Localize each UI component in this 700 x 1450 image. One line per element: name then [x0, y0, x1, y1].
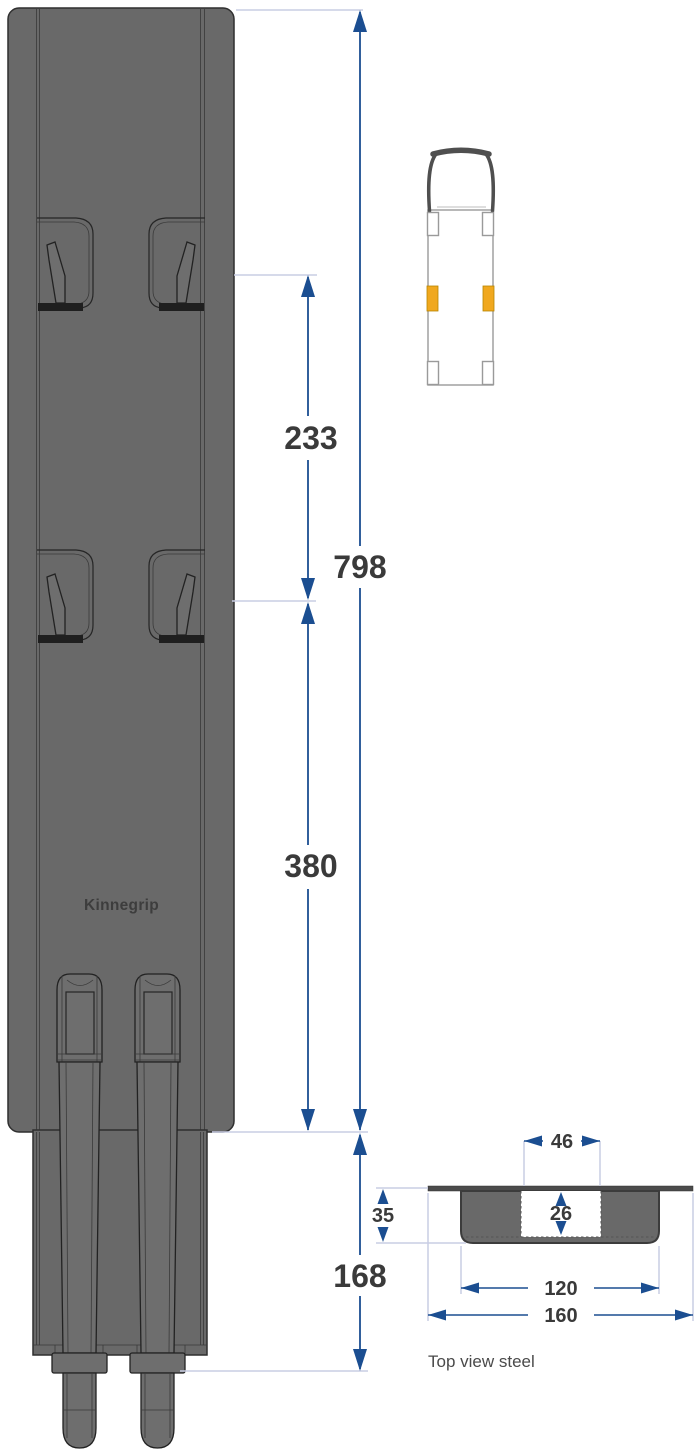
- side-view-dimensions: 798 233 380 168: [180, 9, 387, 1372]
- dimension-label-46: 46: [551, 1131, 573, 1153]
- truck-wheel-rear-right: [481, 360, 495, 386]
- truck-wheel-rear-left: [426, 360, 440, 386]
- dimension-380: 380: [284, 602, 338, 1131]
- truck-wheel-front-right: [481, 211, 495, 237]
- truck-top-view: [426, 147, 496, 386]
- dimension-160: 160: [427, 1193, 694, 1327]
- dimension-798: 798: [333, 10, 387, 1131]
- hinge-position-marker-left: [426, 285, 439, 312]
- truck-cab-pillar-left: [426, 152, 438, 213]
- dimension-label-233: 233: [284, 420, 337, 456]
- hinge-position-marker-right: [482, 285, 495, 312]
- dimension-35: 35: [372, 1187, 466, 1244]
- truck-body: [427, 209, 494, 386]
- dimension-label-120: 120: [544, 1278, 577, 1300]
- dimension-233: 233: [284, 275, 338, 600]
- truck-wheel-front-left: [426, 211, 440, 237]
- dimension-label-35: 35: [372, 1205, 394, 1227]
- steel-cross-section: 46 26 35 120 160: [372, 1131, 694, 1371]
- dimension-label-168: 168: [333, 1258, 386, 1294]
- dimension-168: 168: [333, 1133, 387, 1371]
- truck-cab-roof: [430, 147, 492, 157]
- steel-hidden-edges: [466, 1191, 656, 1238]
- brand-label: Kinnegrip: [84, 897, 159, 914]
- lower-plate-fold-edges: [36, 1132, 204, 1345]
- dimension-label-160: 160: [544, 1305, 577, 1327]
- dimension-label-380: 380: [284, 848, 337, 884]
- section-caption: Top view steel: [428, 1352, 535, 1371]
- part-lower-plate: [32, 1129, 208, 1356]
- part-side-view: Kinnegrip: [7, 7, 235, 1449]
- lower-plate-step-edge: [33, 1344, 207, 1355]
- extension-lines: [180, 9, 368, 1372]
- dimension-46: 46: [523, 1131, 601, 1186]
- dimension-120: 120: [460, 1246, 660, 1300]
- dimension-label-26: 26: [550, 1203, 572, 1225]
- dimension-26: 26: [550, 1192, 572, 1235]
- part-fold-edges: [36, 9, 205, 1131]
- truck-cab-pillar-right: [484, 152, 496, 213]
- dimension-label-798: 798: [333, 549, 386, 585]
